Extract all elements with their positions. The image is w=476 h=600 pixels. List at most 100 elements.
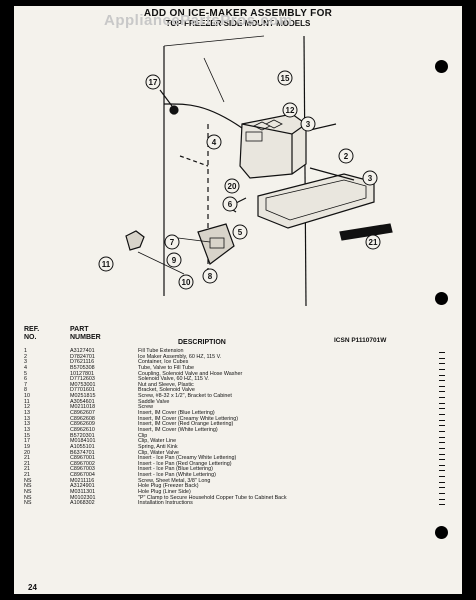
- part-description: Insert, IM Cover (Blue Lettering): [138, 410, 215, 417]
- part-description: Clip: [138, 432, 148, 439]
- row-divider-mark: [439, 414, 445, 416]
- binder-hole-middle: [435, 292, 448, 305]
- svg-text:12: 12: [286, 106, 295, 115]
- svg-text:3: 3: [368, 174, 373, 183]
- row-divider-mark: [439, 425, 445, 427]
- page-title: ADD ON ICE-MAKER ASSEMBLY FOR: [143, 8, 333, 19]
- part-description: Screw, #8-32 x 1/2", Bracket to Cabinet: [138, 393, 232, 400]
- row-divider-mark: [439, 470, 445, 472]
- callout-9: 9: [166, 252, 182, 268]
- row-divider-mark: [439, 368, 445, 370]
- part-ref: 13: [24, 426, 30, 433]
- row-divider-mark: [439, 419, 445, 421]
- part-ref: NS: [24, 500, 32, 507]
- part-description: Insert, IM Cover (White Lettering): [138, 426, 218, 433]
- part-description: Screw, Sheet Metal, 3/8" Long: [138, 477, 211, 484]
- parts-row: NS A1068302 Installation Instructions: [24, 501, 454, 507]
- part-description: Insert - Ice Pan (Blue Lettering): [138, 466, 213, 473]
- part-number: A1068302: [70, 500, 95, 507]
- svg-text:2: 2: [344, 152, 349, 161]
- row-divider-mark: [439, 447, 445, 449]
- svg-text:3: 3: [306, 120, 311, 129]
- part-ref: 7: [24, 381, 27, 388]
- ice-maker: [239, 113, 307, 179]
- callout-17: 17: [145, 74, 161, 90]
- part-number: C8962608: [70, 415, 95, 422]
- watermark: AppliancePartsPros.com: [104, 12, 293, 29]
- callout-2: 2: [338, 148, 354, 164]
- parts-row: 6 D7712603 Solenoid Valve, 60 HZ, 115 V.: [24, 377, 454, 383]
- part-number: D7621116: [70, 359, 95, 366]
- part-ref: 5: [24, 370, 27, 377]
- part-number: D7712603: [70, 376, 95, 383]
- part-number: C8967004: [70, 472, 95, 479]
- parts-diagram-page: ADD ON ICE-MAKER ASSEMBLY FOR TOP FREEZE…: [14, 6, 462, 594]
- part-description: "P" Clamp to Secure Household Copper Tub…: [138, 494, 287, 501]
- svg-text:8: 8: [208, 272, 213, 281]
- part-ref: 12: [24, 404, 30, 411]
- part-number: B5720301: [70, 432, 95, 439]
- row-divider-mark: [439, 391, 445, 393]
- callout-3a: 3: [300, 116, 316, 132]
- part-description: Installation Instructions: [138, 500, 193, 507]
- row-divider-mark: [439, 464, 445, 466]
- exploded-diagram: 17 15 12 4 3 2 3 20 6 5 7 9 10 11 8 21: [98, 35, 393, 307]
- part-number: A3054601: [70, 398, 95, 405]
- svg-text:7: 7: [170, 238, 175, 247]
- row-divider-mark: [439, 493, 445, 495]
- solenoid-valve: [197, 223, 235, 265]
- callout-10: 10: [178, 274, 194, 290]
- part-description: Solenoid Valve, 60 HZ, 115 V.: [138, 376, 209, 383]
- row-divider-mark: [439, 363, 445, 365]
- icsn-code: ICSN P1110701W: [334, 337, 387, 344]
- part-number: 10127801: [70, 370, 94, 377]
- parts-row: 5 10127801 Coupling, Solenoid Valve and Ho…: [24, 370, 454, 378]
- row-divider-mark: [439, 408, 445, 410]
- row-divider-mark: [439, 504, 445, 506]
- part-ref: 19: [24, 443, 30, 450]
- part-description: Spring, Anti Kink: [138, 443, 178, 450]
- part-ref: NS: [24, 494, 32, 501]
- callout-6: 6: [222, 196, 238, 212]
- row-divider-mark: [439, 430, 445, 432]
- part-ref: 17: [24, 438, 30, 445]
- part-description: Saddle Valve: [138, 398, 170, 405]
- svg-text:11: 11: [102, 260, 111, 269]
- row-divider-mark: [439, 442, 445, 444]
- part-number: A3127401: [70, 348, 95, 354]
- svg-text:5: 5: [238, 228, 243, 237]
- ice-container: [257, 173, 375, 229]
- svg-text:10: 10: [182, 278, 191, 287]
- part-ref: 6: [24, 376, 27, 383]
- row-divider-mark: [439, 498, 445, 500]
- part-number: C8967002: [70, 460, 95, 467]
- svg-text:20: 20: [228, 182, 237, 191]
- svg-text:21: 21: [369, 238, 378, 247]
- part-description: Screw: [138, 404, 153, 411]
- row-divider-mark: [439, 476, 445, 478]
- part-ref: 13: [24, 415, 30, 422]
- part-description: Insert - Ice Pan (White Lettering): [138, 472, 216, 479]
- part-ref: 20: [24, 449, 30, 456]
- part-description: Coupling, Solenoid Valve and Hose Washer: [138, 370, 243, 377]
- row-divider-mark: [439, 453, 445, 455]
- part-number: M0211018: [70, 404, 96, 411]
- part-ref: 3: [24, 359, 27, 366]
- callout-7: 7: [164, 234, 180, 250]
- part-number: M0251815: [70, 393, 96, 400]
- part-description: Insert, IM Cover (Red Orange Lettering): [138, 421, 234, 428]
- page-number: 24: [28, 583, 37, 592]
- part-number: D7701601: [70, 387, 95, 394]
- part-number: M0753001: [70, 381, 96, 388]
- part-ref: 21: [24, 455, 30, 462]
